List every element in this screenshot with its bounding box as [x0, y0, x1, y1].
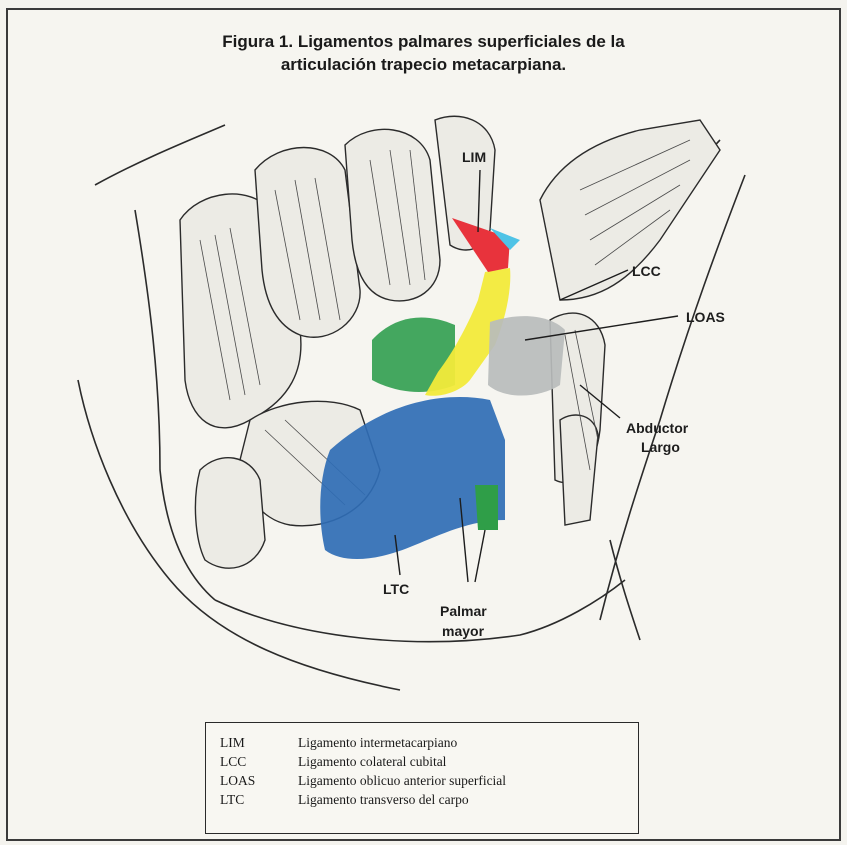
- label-loas: LOAS: [686, 309, 725, 325]
- label-lim: LIM: [462, 149, 486, 165]
- legend-desc: Ligamento colateral cubital: [298, 754, 446, 770]
- legend-abbr: LTC: [220, 792, 298, 808]
- legend-desc: Ligamento oblicuo anterior superficial: [298, 773, 506, 789]
- legend-desc: Ligamento intermetacarpiano: [298, 735, 457, 751]
- label-palmar: Palmar: [440, 603, 487, 619]
- label-mayor: mayor: [442, 623, 485, 639]
- legend-abbr: LIM: [220, 735, 298, 751]
- label-largo: Largo: [641, 439, 680, 455]
- label-lcc: LCC: [632, 263, 661, 279]
- legend-abbr: LOAS: [220, 773, 298, 789]
- legend-abbr: LCC: [220, 754, 298, 770]
- label-ltc: LTC: [383, 581, 409, 597]
- palmar-mayor-region: [475, 485, 498, 530]
- loas-ligament-region: [488, 316, 565, 395]
- label-abductor: Abductor: [626, 420, 689, 436]
- legend-desc: Ligamento transverso del carpo: [298, 792, 469, 808]
